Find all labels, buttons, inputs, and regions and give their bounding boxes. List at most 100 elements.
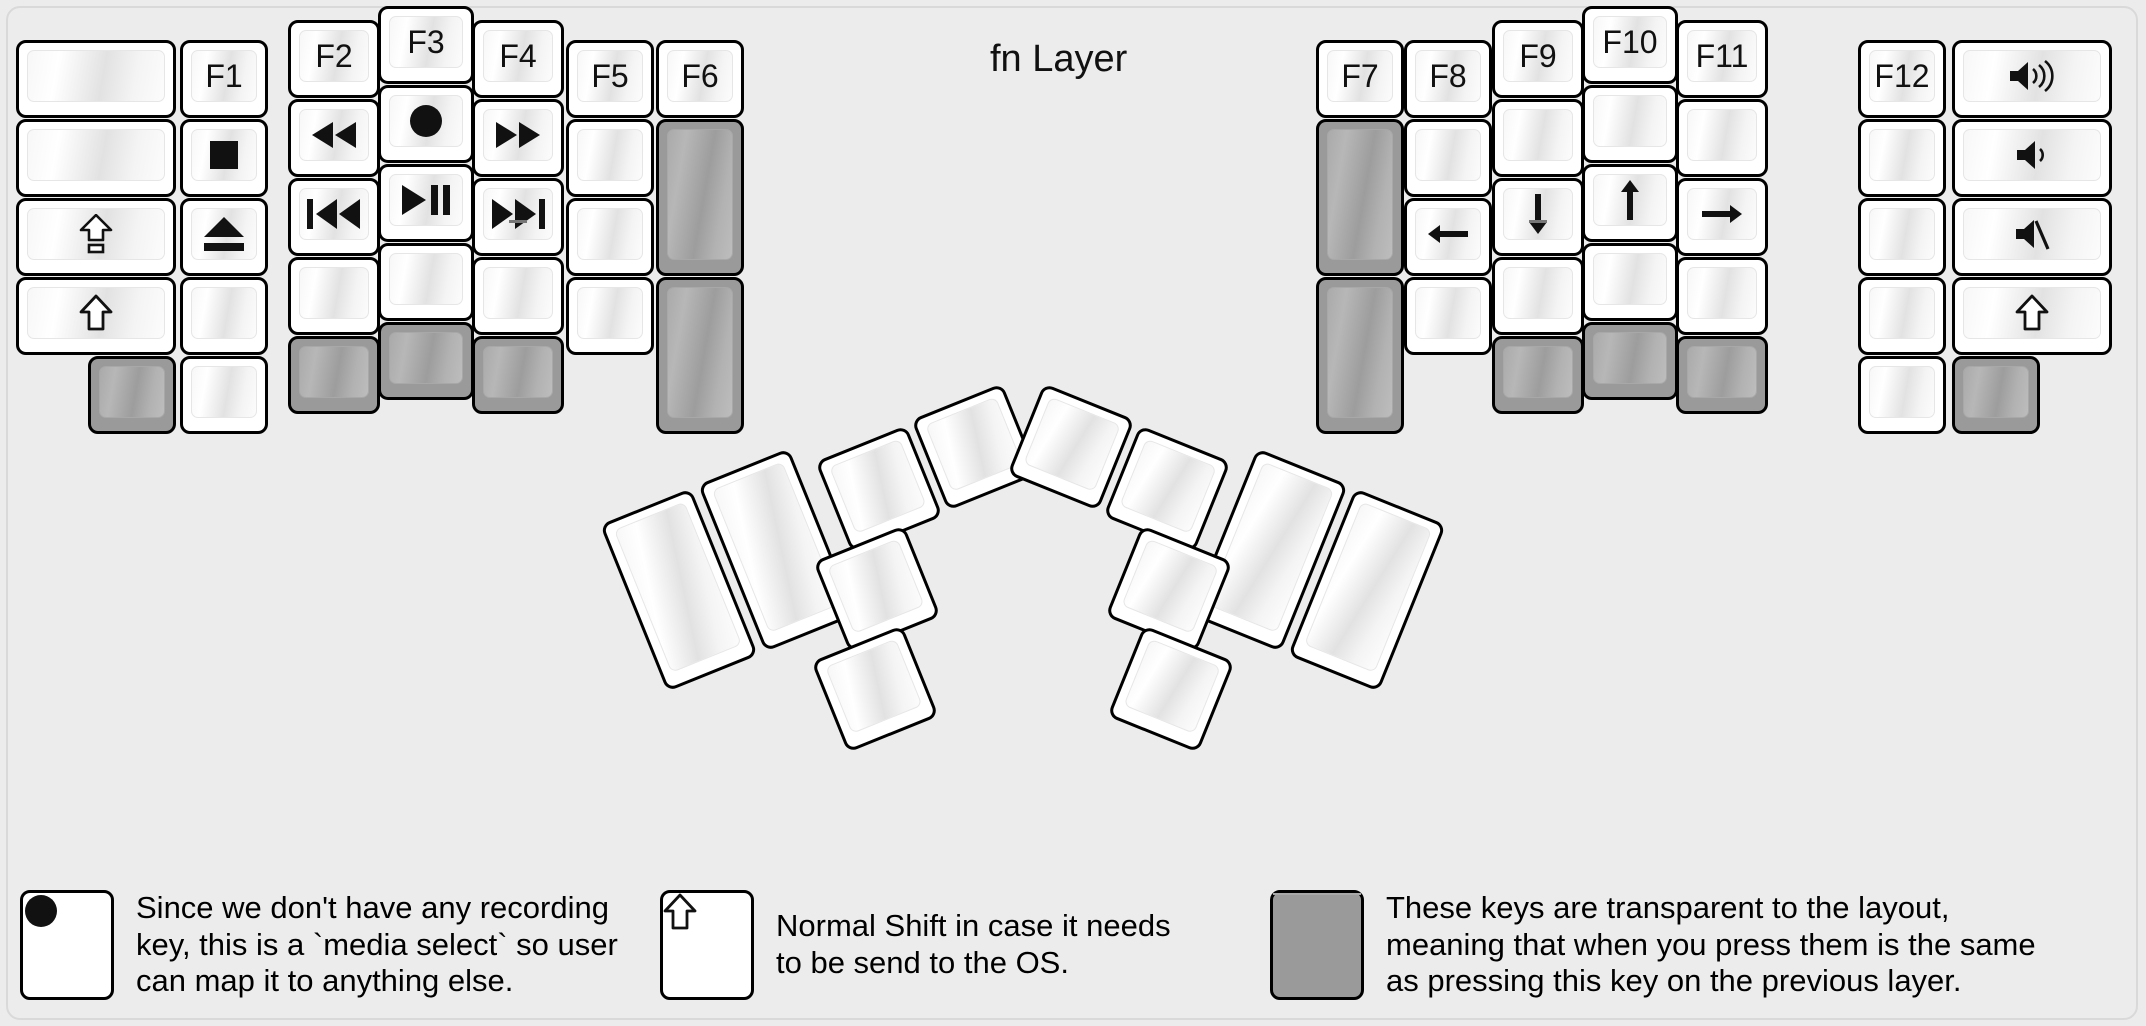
key-col-f12-4[interactable] [1858, 356, 1946, 434]
key-col-f10-3[interactable] [1582, 243, 1678, 321]
key-col-f6-1[interactable] [656, 119, 744, 276]
keycap-face [1593, 332, 1667, 384]
thumb-r-small-2[interactable] [1105, 525, 1233, 653]
key-col-f7-0[interactable]: F7 [1316, 40, 1404, 118]
key-label: F9 [1519, 38, 1557, 74]
key-col-outer-right-0[interactable] [1952, 40, 2112, 118]
key-col-outer-left-3[interactable] [16, 277, 176, 355]
keycap-face [483, 267, 553, 319]
key-col-f11-3[interactable] [1676, 257, 1768, 335]
keycap-face [825, 638, 923, 734]
key-col-f1-4[interactable] [180, 356, 268, 434]
key-col-f3-4[interactable] [378, 322, 474, 400]
shift-icon [663, 893, 751, 931]
keycap-face [577, 129, 643, 181]
key-col-f7-2[interactable] [1316, 277, 1404, 434]
key-col-outer-right-4[interactable] [1952, 356, 2040, 434]
keycap-face [1503, 109, 1573, 161]
key-col-f10-0[interactable]: F10 [1582, 6, 1678, 84]
volume-up-icon [2008, 59, 2056, 93]
key-col-outer-left-4[interactable] [88, 356, 176, 434]
legend-item-2: These keys are transparent to the layout… [1270, 890, 2130, 1000]
key-col-f11-1[interactable] [1676, 99, 1768, 177]
key-col-f1-0[interactable]: F1 [180, 40, 268, 118]
keycap-face [191, 129, 257, 181]
key-col-outer-right-1[interactable] [1952, 119, 2112, 197]
keycap-face [191, 366, 257, 418]
key-col-f2-0[interactable]: F2 [288, 20, 380, 98]
key-col-f4-2[interactable] [472, 178, 564, 256]
key-col-f12-3[interactable] [1858, 277, 1946, 355]
keycap-face [1687, 188, 1757, 240]
key-col-f6-2[interactable] [656, 277, 744, 434]
key-col-f5-0[interactable]: F5 [566, 40, 654, 118]
key-col-f12-0[interactable]: F12 [1858, 40, 1946, 118]
thumb-l-small-3[interactable] [811, 625, 939, 753]
key-col-f10-1[interactable] [1582, 85, 1678, 163]
key-col-outer-left-2[interactable] [16, 198, 176, 276]
keycap-face [389, 174, 463, 226]
key-col-f9-1[interactable] [1492, 99, 1584, 177]
volume-mute-icon [2014, 217, 2050, 251]
keycap-face [299, 346, 369, 398]
key-mark-underline [1529, 220, 1547, 223]
key-col-f4-4[interactable] [472, 336, 564, 414]
key-col-f8-0[interactable]: F8 [1404, 40, 1492, 118]
key-col-f4-3[interactable] [472, 257, 564, 335]
key-label: F1 [205, 58, 243, 94]
key-col-f5-1[interactable] [566, 119, 654, 197]
key-col-f3-1[interactable] [378, 85, 474, 163]
key-col-f2-1[interactable] [288, 99, 380, 177]
volume-down-icon [2015, 138, 2049, 172]
keycap-face [667, 287, 733, 418]
key-col-outer-right-3[interactable] [1952, 277, 2112, 355]
keycap-face [1415, 287, 1481, 339]
keycap-face [99, 366, 165, 418]
key-col-f2-4[interactable] [288, 336, 380, 414]
key-col-f9-3[interactable] [1492, 257, 1584, 335]
keycap-face [299, 267, 369, 319]
key-col-f9-4[interactable] [1492, 336, 1584, 414]
key-col-f4-1[interactable] [472, 99, 564, 177]
key-col-outer-left-1[interactable] [16, 119, 176, 197]
key-col-f9-2[interactable] [1492, 178, 1584, 256]
key-col-f7-1[interactable] [1316, 119, 1404, 276]
play-pause-icon [400, 184, 452, 216]
key-col-f12-2[interactable] [1858, 198, 1946, 276]
keycap-face [299, 188, 369, 240]
thumb-l-small-2[interactable] [813, 525, 941, 653]
key-col-f12-1[interactable] [1858, 119, 1946, 197]
keycap-face [1869, 287, 1935, 339]
key-col-f10-4[interactable] [1582, 322, 1678, 400]
key-col-f6-0[interactable]: F6 [656, 40, 744, 118]
key-col-f1-2[interactable] [180, 198, 268, 276]
keycap-face: F7 [1327, 50, 1393, 102]
key-col-f11-2[interactable] [1676, 178, 1768, 256]
key-col-f4-0[interactable]: F4 [472, 20, 564, 98]
keycap-face [389, 332, 463, 384]
thumb-r-small-3[interactable] [1107, 625, 1235, 753]
key-col-f2-2[interactable] [288, 178, 380, 256]
key-col-f1-1[interactable] [180, 119, 268, 197]
key-col-f3-2[interactable] [378, 164, 474, 242]
key-col-f8-1[interactable] [1404, 119, 1492, 197]
key-col-f2-3[interactable] [288, 257, 380, 335]
rewind-icon [310, 120, 358, 150]
key-col-f5-3[interactable] [566, 277, 654, 355]
keycap-face [1593, 95, 1667, 147]
keycap-face: F2 [299, 30, 369, 82]
key-col-outer-right-2[interactable] [1952, 198, 2112, 276]
key-col-f1-3[interactable] [180, 277, 268, 355]
key-col-outer-left-0[interactable] [16, 40, 176, 118]
key-col-f3-0[interactable]: F3 [378, 6, 474, 84]
key-col-f8-2[interactable] [1404, 198, 1492, 276]
key-col-f9-0[interactable]: F9 [1492, 20, 1584, 98]
key-col-f11-0[interactable]: F11 [1676, 20, 1768, 98]
keycap-face [27, 208, 165, 260]
key-col-f3-3[interactable] [378, 243, 474, 321]
key-col-f10-2[interactable] [1582, 164, 1678, 242]
key-col-f5-2[interactable] [566, 198, 654, 276]
key-col-f8-3[interactable] [1404, 277, 1492, 355]
key-col-f11-4[interactable] [1676, 336, 1768, 414]
